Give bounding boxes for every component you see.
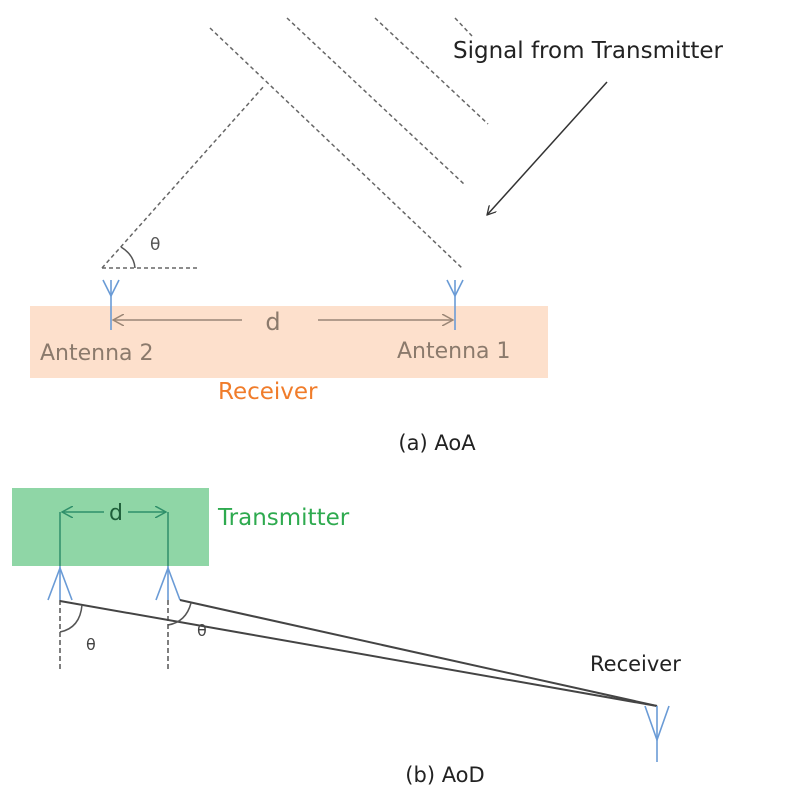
aoa-caption: (a) AoA — [398, 431, 476, 455]
wavefront-2 — [286, 17, 466, 186]
path-difference-line — [101, 84, 266, 269]
theta-arc-1 — [59, 604, 83, 633]
aod-panel: d Transmitter θ θ Receiver (b) AoD — [12, 488, 681, 787]
antenna-1-label: Antenna 1 — [397, 339, 511, 364]
transmitter-label: Transmitter — [217, 505, 350, 531]
tx-antenna-1-icon — [47, 565, 73, 601]
theta-arc — [120, 246, 136, 269]
signal-path-1 — [59, 600, 658, 707]
distance-label: d — [109, 501, 123, 526]
theta-label-2: θ — [197, 621, 207, 640]
wavefront-1 — [209, 27, 463, 269]
receiver-label: Receiver — [590, 652, 681, 676]
signal-arrow — [487, 81, 608, 215]
antenna-1-icon — [446, 279, 464, 330]
wavefront-3 — [374, 17, 489, 125]
transmitter-box — [12, 488, 209, 566]
aoa-panel: θ Signal from Transmitter d Antenna 2 An… — [30, 17, 724, 455]
antenna-2-icon — [102, 279, 120, 330]
theta-label: θ — [150, 235, 160, 255]
aod-caption: (b) AoD — [405, 763, 484, 787]
signal-path-2 — [179, 599, 658, 707]
receiver-label: Receiver — [218, 379, 318, 405]
theta-arc-2 — [167, 602, 192, 626]
theta-label-1: θ — [86, 635, 96, 654]
signal-label: Signal from Transmitter — [453, 38, 724, 64]
antenna-2-label: Antenna 2 — [40, 341, 154, 366]
tx-antenna-2-icon — [155, 565, 181, 601]
wavefronts — [101, 17, 489, 269]
wavefront-4 — [454, 17, 473, 37]
rx-antenna-icon — [644, 705, 670, 762]
distance-label: d — [265, 308, 280, 336]
